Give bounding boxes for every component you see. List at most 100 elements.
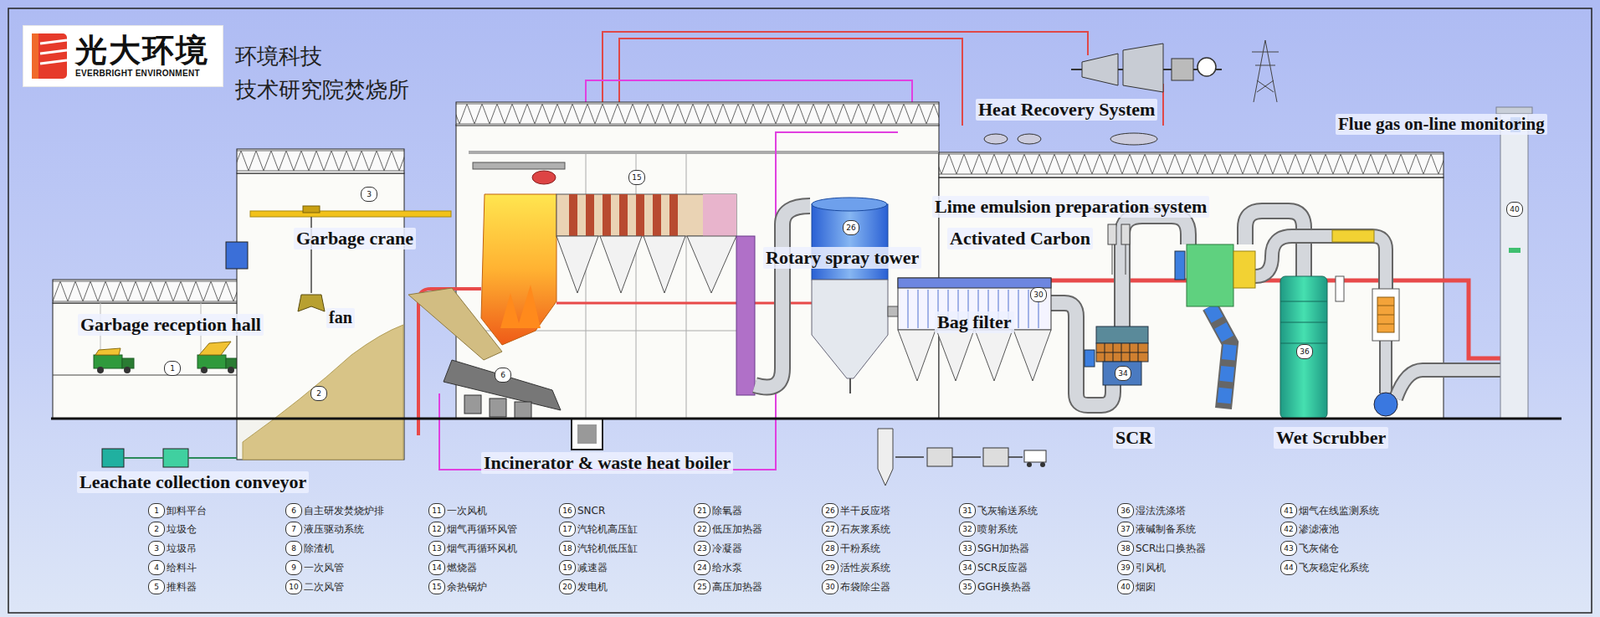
legend-item: 减速器 bbox=[577, 560, 608, 575]
legend-item: 一次风管 bbox=[303, 560, 344, 575]
stack bbox=[1500, 112, 1529, 419]
incinerator bbox=[464, 394, 482, 414]
legend-number: 14 bbox=[428, 559, 446, 575]
legend-number: 31 bbox=[958, 502, 976, 518]
ground-line bbox=[51, 418, 1562, 420]
waste-heat-boiler bbox=[687, 235, 737, 293]
scr-reactor bbox=[1096, 343, 1149, 362]
reagent-tank bbox=[1121, 224, 1130, 245]
legend-item: 给水泵 bbox=[712, 560, 743, 575]
equipment-label: Garbage crane bbox=[293, 227, 416, 250]
background bbox=[8, 8, 1592, 613]
reheater bbox=[1372, 288, 1400, 341]
system-label: Lime emulsion preparation system bbox=[932, 195, 1210, 218]
legend-number: 9 bbox=[285, 559, 303, 575]
legend-number: 16 bbox=[558, 502, 576, 518]
waste-pit-building bbox=[225, 241, 248, 269]
legend-number: 39 bbox=[1117, 559, 1134, 575]
reagent-tank bbox=[1112, 244, 1113, 275]
incinerator bbox=[481, 194, 557, 345]
legend-number: 43 bbox=[1280, 540, 1298, 556]
bag-filter bbox=[974, 329, 1013, 381]
legend-number: 4 bbox=[148, 559, 165, 575]
reagent-tank bbox=[1125, 244, 1127, 275]
turbine-generator bbox=[1171, 58, 1194, 81]
flue-duct bbox=[1379, 340, 1393, 394]
garbage-crane bbox=[297, 294, 325, 312]
legend-item: 二次风管 bbox=[303, 579, 344, 594]
reception-hall bbox=[52, 279, 243, 303]
incinerator bbox=[472, 162, 565, 170]
garbage-truck bbox=[97, 366, 104, 374]
legend-number: 10 bbox=[285, 579, 303, 595]
garbage-truck bbox=[95, 348, 121, 355]
waste-heat-boiler bbox=[702, 194, 737, 236]
legend-number: 19 bbox=[558, 559, 576, 575]
logo-icon bbox=[40, 60, 67, 64]
legend-item: 低压加热器 bbox=[712, 522, 763, 536]
waste-heat-boiler bbox=[619, 194, 628, 236]
fly-ash-handling bbox=[927, 447, 953, 467]
legend-item: 湿法洗涤塔 bbox=[1135, 503, 1186, 518]
legend-item: 烟气在线监测系统 bbox=[1298, 503, 1380, 518]
legend-number: 26 bbox=[821, 502, 839, 518]
legend-number: 21 bbox=[693, 502, 711, 518]
legend-number: 44 bbox=[1280, 559, 1298, 575]
equipment-label: Activated Carbon bbox=[947, 227, 1093, 250]
legend-number: 32 bbox=[958, 521, 976, 537]
waste-heat-boiler bbox=[556, 194, 755, 395]
flue-duct bbox=[754, 205, 811, 388]
legend-number: 3 bbox=[148, 540, 165, 556]
equipment-label: Leachate collection conveyor bbox=[76, 471, 309, 493]
fly-ash-handling bbox=[1024, 450, 1047, 462]
equipment-label: Incinerator & waste heat boiler bbox=[481, 451, 734, 474]
legend-number: 40 bbox=[1117, 579, 1134, 595]
legend-number: 22 bbox=[693, 521, 711, 537]
flue-duct bbox=[1380, 340, 1391, 394]
logo-icon bbox=[40, 40, 67, 44]
legend-number: 5 bbox=[148, 579, 165, 595]
fly-ash-handling bbox=[1040, 461, 1046, 467]
legend-number: 20 bbox=[558, 579, 576, 595]
callout-number: 26 bbox=[842, 220, 860, 236]
legend-number: 30 bbox=[821, 579, 839, 595]
fly-ash-handling bbox=[1008, 456, 1023, 458]
garbage-truck bbox=[200, 366, 208, 374]
legend-number: 38 bbox=[1117, 540, 1134, 556]
rotary-spray-tower bbox=[811, 197, 888, 211]
incinerator bbox=[532, 170, 556, 185]
legend-item: 石灰浆系统 bbox=[840, 522, 891, 536]
legend-item: 渗滤液池 bbox=[1298, 522, 1339, 536]
legend-number: 33 bbox=[958, 540, 976, 556]
wet-scrubber bbox=[1280, 301, 1328, 344]
legend-item: 飞灰输送系统 bbox=[977, 503, 1038, 518]
callout-number: 15 bbox=[628, 169, 646, 185]
flue-duct bbox=[1122, 215, 1189, 329]
legend-item: 自主研发焚烧炉排 bbox=[303, 503, 385, 518]
garbage-truck bbox=[93, 354, 123, 369]
legend-item: 引风机 bbox=[1135, 560, 1166, 575]
fly-ash-handling bbox=[895, 456, 924, 458]
legend-number: 17 bbox=[558, 521, 576, 537]
leachate-conveyor bbox=[188, 456, 237, 459]
scr-reactor bbox=[1084, 349, 1095, 367]
equipment-label: Bag filter bbox=[934, 311, 1015, 334]
scr-reactor bbox=[1084, 326, 1149, 385]
fly-ash-handling bbox=[877, 428, 1047, 486]
waste-heat-boiler bbox=[643, 235, 686, 293]
legend-number: 34 bbox=[958, 559, 976, 575]
bag-filter bbox=[897, 329, 936, 381]
legend-item: SCR反应器 bbox=[977, 560, 1028, 575]
legend-number: 36 bbox=[1117, 502, 1134, 518]
reheater bbox=[1377, 305, 1395, 324]
leachate-conveyor bbox=[123, 456, 164, 459]
reception-hall bbox=[52, 374, 243, 376]
legend-number: 25 bbox=[693, 579, 711, 595]
callout-number: 40 bbox=[1506, 201, 1524, 217]
logo-icon bbox=[40, 50, 67, 54]
legend-number: 15 bbox=[428, 579, 446, 595]
garbage-truck bbox=[197, 341, 238, 374]
induced-draft-fan bbox=[1374, 392, 1398, 416]
flue-duct bbox=[754, 205, 811, 388]
legend-item: 喷射系统 bbox=[977, 522, 1018, 536]
